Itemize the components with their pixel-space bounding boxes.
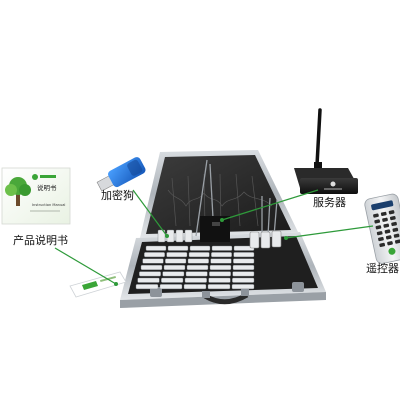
- receiver-unit: [233, 252, 255, 258]
- remote-control-icon: [364, 193, 400, 264]
- receiver-unit: [165, 258, 187, 264]
- leader-line-dongle: [132, 189, 168, 237]
- receiver-unit: [211, 252, 232, 258]
- receiver-unit: [233, 258, 255, 264]
- briefcase-base: [120, 232, 326, 308]
- receiver-unit: [163, 265, 186, 270]
- case-latch-right: [292, 282, 304, 292]
- remote-button: [392, 227, 399, 232]
- remote-button: [393, 233, 400, 238]
- leader-lines: [54, 189, 374, 285]
- label-dongle: 加密狗: [101, 189, 134, 202]
- briefcase-lid: [140, 150, 298, 238]
- label-server: 服务器: [313, 196, 346, 209]
- receiver-unit: [232, 265, 255, 270]
- receiver-unit: [144, 252, 165, 258]
- remote-button: [394, 239, 400, 244]
- receiver-unit: [135, 284, 159, 290]
- usb-dongle-icon: [96, 157, 146, 192]
- receiver-unit: [211, 245, 233, 251]
- receiver-unit: [161, 277, 184, 283]
- leader-line-remote: [285, 225, 374, 239]
- receiver-unit: [167, 245, 189, 251]
- receiver-unit: [232, 277, 255, 283]
- remote-button: [380, 211, 387, 217]
- leader-dots: [114, 218, 288, 286]
- receiver-unit: [188, 252, 210, 258]
- remote-button: [384, 229, 391, 234]
- remote-button: [382, 217, 388, 222]
- remote-button: [378, 236, 384, 242]
- remote-button: [375, 225, 382, 230]
- receiver-unit: [231, 284, 255, 290]
- remote-button: [389, 216, 396, 221]
- leader-line-server: [221, 189, 319, 221]
- receiver-unit: [207, 284, 231, 290]
- receiver-unit: [140, 265, 163, 270]
- receiver-unit: [159, 284, 183, 290]
- receiver-unit: [209, 271, 231, 277]
- receiver-unit: [208, 277, 231, 283]
- tree-logo-icon: [5, 177, 31, 206]
- remote-button: [376, 231, 383, 236]
- receiver-unit: [166, 252, 188, 258]
- label-manual: 产品说明书: [13, 234, 68, 247]
- receiver-unit: [186, 265, 209, 270]
- receiver-unit: [145, 245, 167, 251]
- receiver-unit: [185, 271, 208, 277]
- receiver-unit: [175, 229, 184, 243]
- remote-button: [387, 241, 393, 246]
- base-station: [200, 216, 230, 242]
- label-remote: 遥控器: [366, 262, 399, 275]
- receiver-array: [135, 229, 255, 290]
- remote-button: [388, 210, 395, 215]
- receiver-unit: [210, 258, 232, 264]
- receiver-unit: [232, 271, 255, 277]
- remote-button: [373, 213, 379, 218]
- receiver-unit: [139, 271, 161, 277]
- lid-pocket: [167, 173, 273, 227]
- remote-button: [374, 219, 381, 224]
- receiver-unit: [184, 277, 207, 283]
- manual-book-icon: 说明书 Instruction Manual: [1, 167, 71, 225]
- remote-button: [385, 235, 392, 240]
- receiver-unit: [142, 258, 164, 264]
- manual-cover-subtitle: Instruction Manual: [32, 203, 65, 207]
- leader-line-manual: [54, 247, 117, 285]
- tray-handhelds: [249, 230, 282, 249]
- remote-button: [391, 221, 397, 227]
- case-latch-left: [150, 287, 162, 297]
- remote-button: [379, 242, 386, 248]
- receiver-unit: [137, 277, 160, 283]
- receiver-unit: [183, 284, 207, 290]
- manual-cover-title: 说明书: [37, 183, 57, 192]
- receiver-unit: [187, 258, 209, 264]
- receiver-unit: [209, 265, 232, 270]
- receiver-unit: [184, 229, 193, 243]
- receiver-unit: [189, 245, 211, 251]
- wifi-server-icon: [294, 108, 358, 194]
- remote-button: [383, 223, 390, 228]
- remote-buttons: [373, 210, 400, 248]
- receiver-unit: [162, 271, 185, 277]
